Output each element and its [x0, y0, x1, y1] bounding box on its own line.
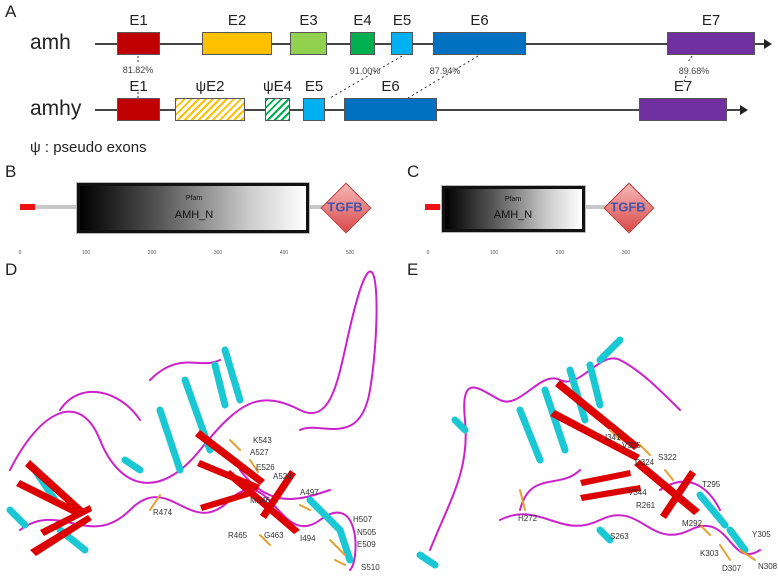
residue-label: A527 [250, 448, 269, 457]
residue-label: R474 [153, 508, 173, 517]
amh-exon-box [290, 32, 327, 55]
axis-tick: 100 [81, 250, 91, 256]
residue-label: K543 [253, 436, 272, 445]
axis-tick: 0 [426, 250, 430, 256]
signal-peptide [425, 204, 440, 210]
amh-exon-box [667, 32, 755, 55]
residue-label: D307 [722, 564, 742, 573]
residue-label: N308 [758, 562, 778, 571]
amhy-exon-box [303, 98, 325, 121]
residue-label: E526 [256, 463, 275, 472]
residue-label: A524 [273, 472, 292, 481]
amhy-exon-box [175, 98, 245, 121]
axis-tick: 100 [489, 250, 499, 256]
identity-e6: 87.94% [429, 66, 461, 76]
residue-label: N505 [357, 528, 377, 537]
residue-label: V344 [628, 488, 647, 497]
amhy-exon-label: E5 [304, 78, 324, 95]
amhy-exon-box [117, 98, 160, 121]
amh-gene-line [95, 43, 765, 45]
amhy-exon-label: ψE4 [262, 78, 293, 95]
residue-label: M546 [250, 496, 271, 505]
identity-e1: 81.82% [122, 65, 154, 75]
domain-label: AMH_N [493, 209, 533, 221]
residue-label: G463 [264, 531, 284, 540]
amhy-exon-label: E6 [381, 78, 400, 95]
amh-exon-label: E5 [392, 12, 412, 29]
amh-exon-label: E3 [299, 12, 318, 29]
residue-label: D324 [635, 458, 655, 467]
residue-label: S263 [610, 532, 629, 541]
residue-label: S322 [658, 453, 677, 462]
amh-n-domain [76, 182, 310, 234]
amh-exon-box [350, 32, 375, 55]
signal-peptide [20, 204, 35, 210]
residue-label: H272 [518, 514, 538, 523]
panel-label-e: E [407, 260, 419, 279]
amh-exon-label: E2 [227, 12, 247, 29]
structure-e [416, 336, 761, 569]
amh-exon-box [391, 32, 413, 55]
arrow-icon [764, 39, 772, 49]
amh-exon-box [202, 32, 272, 55]
protein-structures [6, 270, 761, 571]
amh-exon-box [117, 32, 160, 55]
residue-label: V325 [622, 441, 641, 450]
axis-tick: 300 [213, 250, 223, 256]
residue-label: I494 [300, 534, 316, 543]
amhy-exon-box [639, 98, 727, 121]
pfam-label: Pfam [185, 195, 203, 202]
amhy-exon-label: E7 [673, 78, 693, 95]
residue-label: A497 [300, 488, 319, 497]
pfam-label: Pfam [504, 196, 522, 203]
amhy-exon-label: E1 [129, 78, 148, 95]
amh-exon-label: E7 [701, 12, 721, 29]
axis-tick: 500 [345, 250, 355, 256]
axis-tick: 0 [18, 250, 22, 256]
residue-label: H507 [353, 515, 373, 524]
axis-tick: 400 [279, 250, 289, 256]
tgfb-label: TGFB [327, 199, 363, 215]
residue-label: I341 [605, 433, 621, 442]
gene-name-amhy: amhy [30, 97, 82, 120]
panel-label-d: D [5, 260, 18, 279]
homology-connectors [137, 55, 693, 99]
amh-n-domain [441, 185, 586, 233]
arrow-icon [740, 105, 748, 115]
tgfb-label: TGFB [610, 199, 646, 215]
amhy-exon-label: ψE2 [195, 78, 225, 95]
panel-label-b: B [5, 162, 17, 181]
residue-label: E509 [357, 540, 376, 549]
amhy-exon-box [344, 98, 437, 121]
domain-label: AMH_N [174, 209, 214, 221]
axis-tick: 300 [621, 250, 631, 256]
residue-label: Y305 [752, 530, 771, 539]
pseudo-exon-legend: ψ : pseudo exons [30, 139, 147, 156]
residue-label: M292 [682, 519, 703, 528]
amhy-exon-box [265, 98, 290, 121]
panel-label-a: A [5, 2, 17, 21]
axis-tick: 200 [555, 250, 565, 256]
amh-exon-box [433, 32, 526, 55]
structure-d [6, 270, 378, 571]
gene-name-amh: amh [30, 31, 71, 54]
residue-label: T295 [702, 480, 721, 489]
axis-tick: 200 [147, 250, 157, 256]
residue-label: K303 [700, 549, 719, 558]
identity-e7: 89.68% [678, 66, 710, 76]
amh-exon-label: E1 [129, 12, 148, 29]
identity-e5: 91.00% [349, 66, 381, 76]
amh-exon-label: E4 [353, 12, 372, 29]
residue-label: R465 [228, 531, 248, 540]
residue-label: R261 [636, 501, 656, 510]
panel-label-c: C [407, 162, 420, 181]
residue-label: S510 [361, 563, 380, 572]
amh-exon-label: E6 [470, 12, 489, 29]
